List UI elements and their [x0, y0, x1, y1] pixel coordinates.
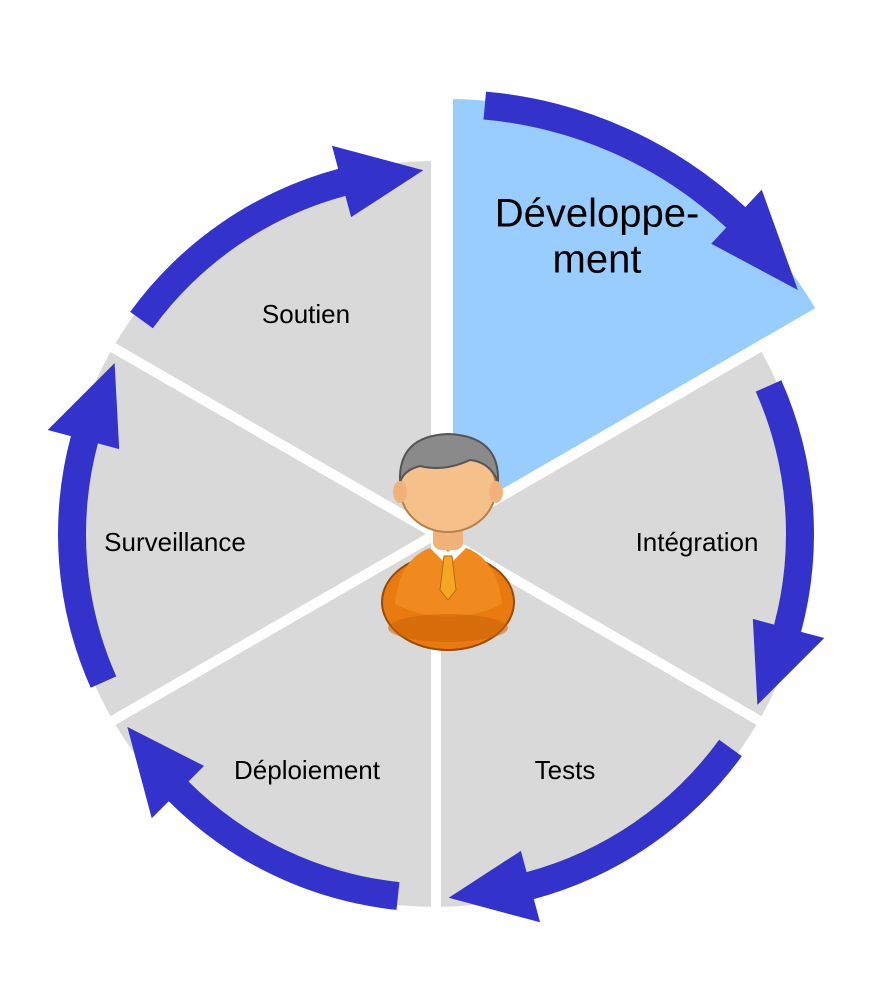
stage-label-deploiement: Déploiement [234, 755, 381, 785]
stage-label-tests: Tests [535, 755, 596, 785]
stage-label-surveillance: Surveillance [104, 527, 246, 557]
person-icon [381, 432, 515, 651]
stage-label-developpement-line-2: ment [553, 238, 642, 282]
stage-label-soutien: Soutien [262, 299, 350, 329]
cycle-arrow-3 [448, 739, 742, 923]
stage-label-developpement-line-1: Développe- [495, 192, 700, 236]
cycle-arrow-6 [130, 145, 424, 329]
cycle-arrow-4 [127, 726, 400, 910]
cycle-arrow-5 [47, 363, 120, 688]
cycle-arrow-2 [752, 380, 825, 705]
cycle-arrow-1 [483, 91, 798, 291]
cycle-arrows [47, 91, 825, 923]
stage-label-integration: Intégration [636, 527, 759, 557]
